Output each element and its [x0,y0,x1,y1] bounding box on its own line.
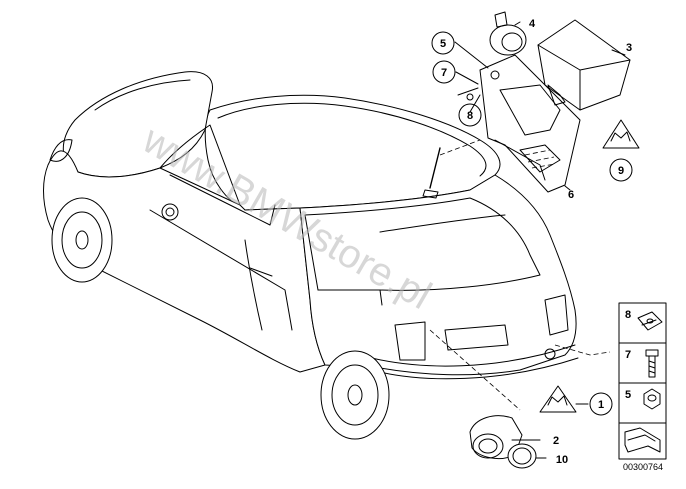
callout-3: 3 [626,42,632,54]
callout-1-label: 1 [598,399,604,411]
warning-label-icon [602,119,640,149]
callout-6-label: 6 [568,189,574,201]
callout-5: 5 [431,31,455,55]
warning-label-icon [539,385,577,413]
callout-8: 8 [458,103,482,127]
callout-1: 1 [589,392,613,416]
screw-icon [645,349,659,378]
callout-4: 4 [529,18,536,30]
callout-2: 2 [553,435,559,447]
callout-8-label: 8 [467,110,473,122]
callout-3-label: 3 [626,42,632,54]
callout-9: 9 [609,158,633,182]
callout-4-label: 4 [529,18,536,30]
arrow-bracket-icon [624,427,661,453]
hex-nut-icon [643,388,661,410]
legend-label-1: 7 [625,349,631,361]
callout-7: 7 [432,60,456,84]
clip-nut-icon [637,311,663,331]
callout-6: 6 [568,189,574,201]
callout-7-label: 7 [441,67,447,79]
front-wheel [51,197,113,283]
control-unit-assembly [457,11,631,193]
callout-5-label: 5 [440,38,446,50]
car-illustration [43,71,579,440]
sensor-assembly [469,415,537,469]
legend-label-2: 5 [625,389,631,401]
callout-10-label: 10 [556,454,568,466]
buzzer-part [489,11,527,56]
rear-wheel [320,350,390,440]
callout-2-label: 2 [553,435,559,447]
parts-legend: 8 7 5 00300764 [618,302,667,472]
drawing-number: 00300764 [623,462,663,472]
callout-9-label: 9 [618,165,624,177]
legend-label-0: 8 [625,309,631,321]
callout-10: 10 [556,454,568,466]
